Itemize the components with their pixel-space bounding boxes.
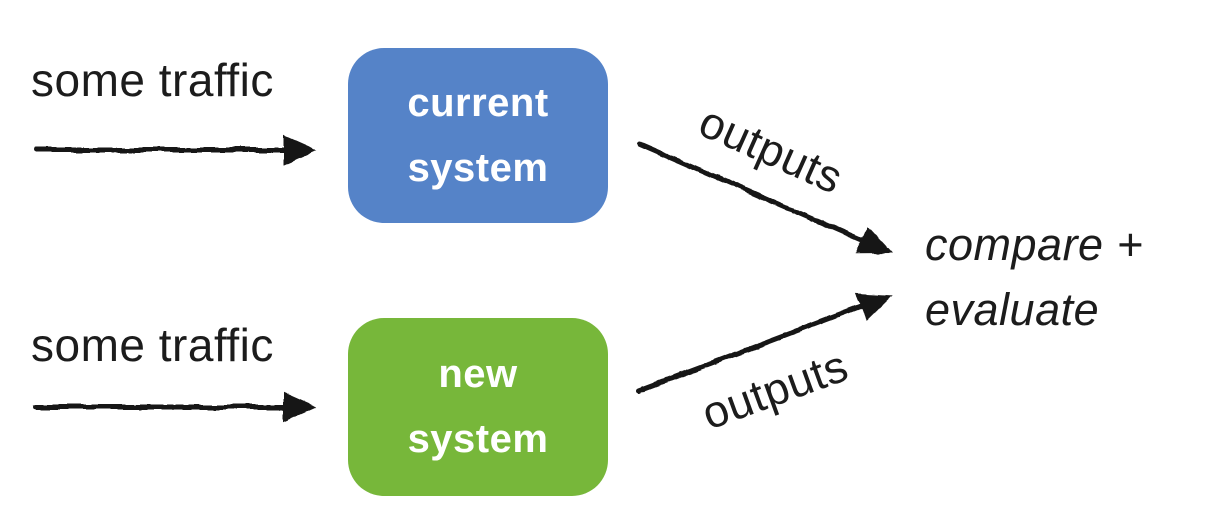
bottom-traffic-label: some traffic <box>31 319 274 371</box>
current-system-box: current system <box>348 48 608 223</box>
compare-evaluate-line1: compare + <box>925 219 1144 270</box>
new-system-label-line1: new <box>438 352 518 396</box>
new-system-box: new system <box>348 318 608 496</box>
new-system-label-line2: system <box>407 417 549 461</box>
output-arrow-current <box>637 141 893 254</box>
compare-evaluate-line2: evaluate <box>925 284 1100 335</box>
top-traffic-label: some traffic <box>31 54 274 106</box>
current-system-label-line1: current <box>407 80 549 125</box>
compare-evaluate-label: compare + evaluate <box>925 212 1143 342</box>
current-system-label-line2: system <box>407 145 549 190</box>
output-arrow-new <box>637 292 893 393</box>
